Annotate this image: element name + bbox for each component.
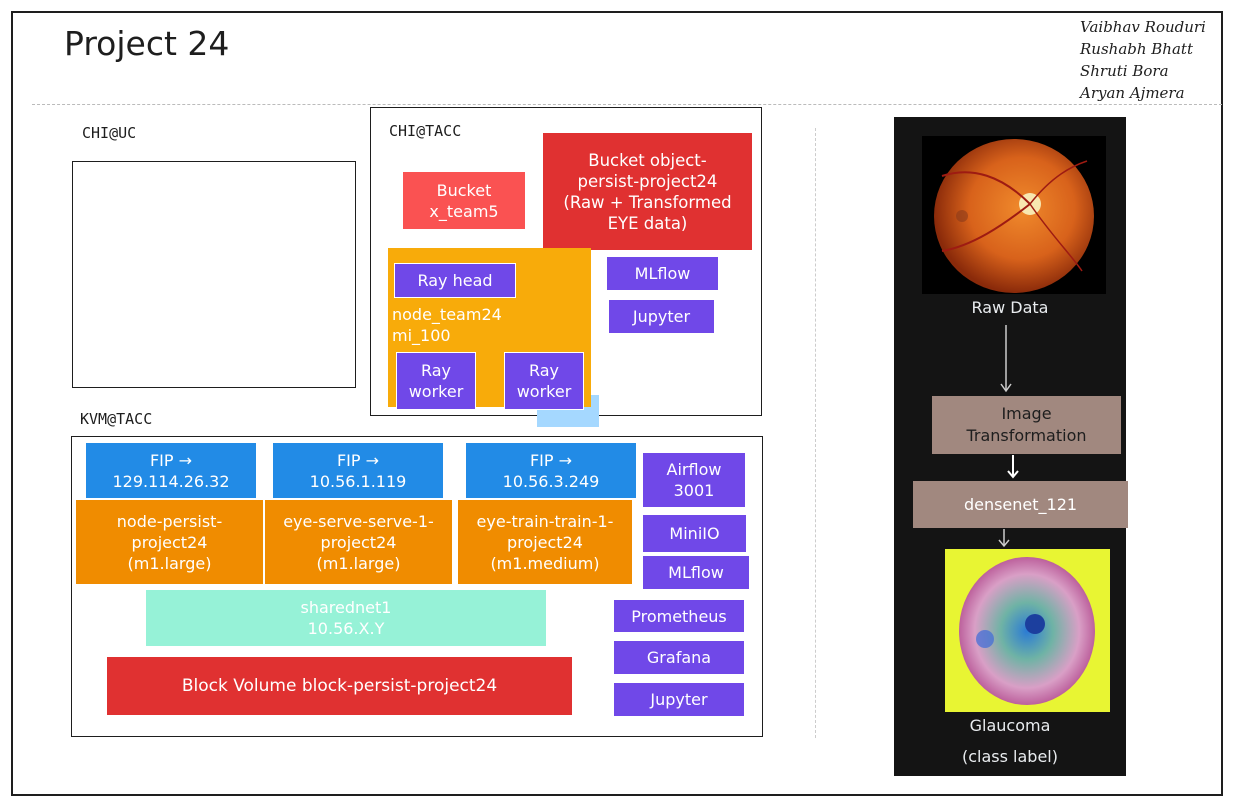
block-volume-block: Block Volume block-persist-project24: [107, 657, 572, 715]
kvm-tacc-region: [71, 436, 763, 737]
author-name: Vaibhav Rouduri: [1080, 18, 1206, 36]
kvm-tacc-label: KVM@TACC: [80, 410, 153, 428]
retina-image: [922, 136, 1106, 294]
author-name: Aryan Ajmera: [1080, 84, 1185, 102]
class-label-note: (class label): [962, 747, 1058, 766]
minio-block: MiniIO: [643, 515, 746, 552]
author-list: Vaibhav Rouduri Rushabh Bhatt Shruti Bor…: [1080, 16, 1206, 104]
transformed-retina-image: [945, 549, 1110, 712]
jupyter-block: Jupyter: [609, 300, 714, 333]
author-name: Shruti Bora: [1080, 62, 1169, 80]
sharednet-block: sharednet1 10.56.X.Y: [146, 590, 546, 646]
fip-block: FIP → 10.56.1.119: [273, 443, 443, 498]
densenet-block: densenet_121: [913, 481, 1128, 528]
bucket-team-block: Bucket x_team5: [403, 172, 525, 229]
raw-data-label: Raw Data: [971, 298, 1049, 317]
kvm-mlflow-block: MLflow: [643, 556, 749, 589]
eye-serve-block: eye-serve-serve-1- project24 (m1.large): [265, 500, 452, 584]
author-name: Rushabh Bhatt: [1080, 40, 1193, 58]
chi-uc-label: CHI@UC: [82, 124, 137, 142]
bucket-persist-block: Bucket object- persist-project24 (Raw + …: [543, 133, 752, 250]
image-transformation-block: Image Transformation: [932, 396, 1121, 454]
fip-block: FIP → 10.56.3.249: [466, 443, 636, 498]
mlflow-block: MLflow: [607, 257, 718, 290]
section-divider: [815, 128, 816, 738]
ray-worker-block: Ray worker: [504, 352, 584, 410]
chi-uc-region: [72, 161, 356, 388]
header-divider: [32, 104, 1222, 105]
arrow-down-icon: [1007, 455, 1019, 479]
node-persist-block: node-persist- project24 (m1.large): [76, 500, 263, 584]
fip-block: FIP → 129.114.26.32: [86, 443, 256, 498]
node-team24-label: node_team24 mi_100: [392, 305, 502, 345]
outer-frame: [11, 11, 1223, 796]
arrow-down-icon: [1000, 325, 1012, 393]
airflow-block: Airflow 3001: [643, 453, 745, 507]
kvm-jupyter-block: Jupyter: [614, 683, 744, 716]
glaucoma-label: Glaucoma: [969, 716, 1051, 735]
arrow-down-icon: [998, 529, 1010, 548]
page-title: Project 24: [64, 24, 230, 63]
grafana-block: Grafana: [614, 641, 744, 674]
prometheus-block: Prometheus: [614, 600, 744, 632]
ray-head-block: Ray head: [394, 263, 516, 298]
chi-tacc-label: CHI@TACC: [389, 122, 462, 140]
eye-train-block: eye-train-train-1- project24 (m1.medium): [458, 500, 632, 584]
ray-worker-block: Ray worker: [396, 352, 476, 410]
